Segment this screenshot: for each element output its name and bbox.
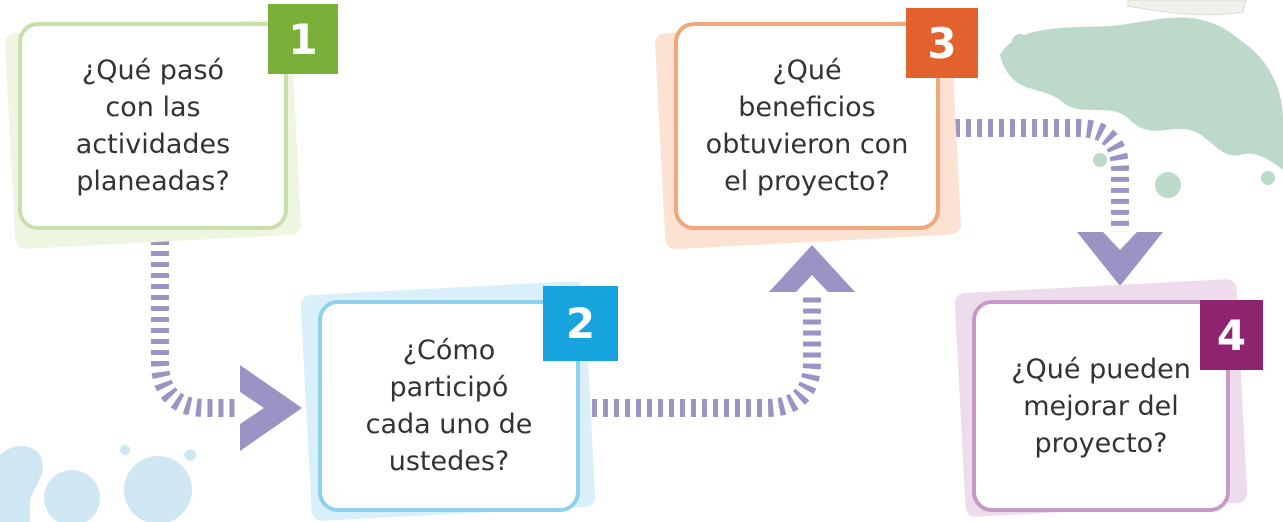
question-card-2: ¿Cómo participó cada uno de ustedes? 2: [300, 280, 618, 522]
card-box: ¿Qué pueden mejorar del proyecto?: [972, 300, 1230, 512]
step-number-badge: 1: [268, 4, 338, 74]
blue-splatter-blob: [44, 470, 100, 522]
green-splatter-drop: [1155, 172, 1181, 198]
arrow-2-to-3: [592, 245, 855, 417]
card-box: ¿Qué pasó con las actividades planeadas?: [18, 22, 288, 230]
paper-tab: [1127, 0, 1247, 16]
arrow-3-to-4: [955, 119, 1163, 286]
card-box: ¿Cómo participó cada uno de ustedes?: [318, 300, 580, 512]
green-splatter-main: [1000, 17, 1283, 170]
blue-splatter-blob: [0, 445, 43, 522]
card-question: ¿Cómo participó cada uno de ustedes?: [365, 335, 533, 477]
green-splatter: [1000, 17, 1283, 198]
blue-splatter: [0, 445, 196, 522]
question-card-1: ¿Qué pasó con las actividades planeadas?…: [4, 4, 338, 250]
green-splatter-drop: [1261, 171, 1275, 185]
blue-splatter-drop: [120, 445, 130, 455]
green-splatter-drop: [1093, 153, 1107, 167]
question-card-4: ¿Qué pueden mejorar del proyecto? 4: [954, 278, 1263, 518]
blue-splatter-blob: [124, 456, 192, 522]
card-question: ¿Qué pasó con las actividades planeadas?: [75, 55, 231, 197]
dashed-connector: [955, 119, 1129, 232]
dashed-connector: [592, 292, 821, 417]
green-splatter-drop: [1012, 34, 1028, 50]
dashed-connector: [151, 240, 240, 417]
card-box: ¿Qué beneficios obtuvieron con el proyec…: [674, 22, 940, 230]
arrow-1-to-2: [151, 240, 302, 451]
chevron-down-icon: [1077, 232, 1163, 286]
card-question: ¿Qué pueden mejorar del proyecto?: [1011, 353, 1191, 459]
chevron-right-icon: [240, 365, 302, 451]
step-number-badge: 4: [1200, 300, 1263, 370]
card-question: ¿Qué beneficios obtuvieron con el proyec…: [705, 55, 909, 197]
step-number-badge: 2: [543, 286, 618, 361]
step-number-badge: 3: [906, 8, 978, 78]
chevron-up-icon: [769, 245, 855, 292]
blue-splatter-drop: [184, 449, 196, 461]
question-card-3: ¿Qué beneficios obtuvieron con el proyec…: [654, 8, 978, 250]
